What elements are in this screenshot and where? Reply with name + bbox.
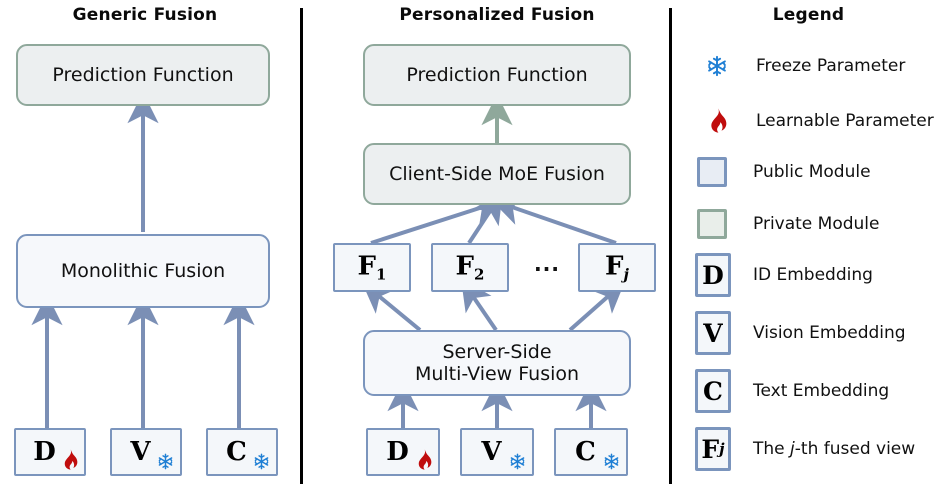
legend-label-vision-embedding: Vision Embedding (753, 323, 906, 343)
server-fusion-line-1: Server-Side (442, 340, 552, 363)
divider-right (669, 8, 672, 484)
divider-left (300, 8, 303, 484)
personalized-input-v[interactable]: V (460, 428, 534, 476)
private-module-swatch (697, 209, 727, 239)
personalized-input-v-glyph: V (481, 437, 502, 467)
generic-input-c[interactable]: C (206, 428, 278, 476)
fire-icon (61, 449, 78, 470)
panel-title-legend: Legend (772, 5, 845, 25)
generic-input-d-glyph: D (33, 437, 56, 467)
legend-label-fused-view: The j-th fused view (753, 439, 916, 459)
legend-item-learnable: Learnable Parameter (700, 108, 934, 133)
server-fusion-line-2: Multi-View Fusion (414, 363, 580, 385)
generic-input-c-glyph: C (226, 437, 247, 467)
personalized-input-c[interactable]: C (554, 428, 628, 476)
fused-view-j[interactable]: Fj (578, 243, 656, 292)
vision-embedding-box: V (695, 311, 731, 355)
snowflake-icon (700, 55, 734, 77)
panel-title-generic: Generic Fusion (72, 5, 218, 25)
legend-item-id-embedding: D ID Embedding (695, 253, 873, 297)
fused-views-ellipsis: ⋯ (533, 254, 563, 284)
legend-item-vision-embedding: V Vision Embedding (695, 311, 906, 355)
personalized-input-d[interactable]: D (366, 428, 440, 476)
text-embedding-box: C (695, 369, 731, 413)
legend-item-text-embedding: C Text Embedding (695, 369, 889, 413)
legend-item-private-module: Private Module (697, 209, 880, 239)
legend-label-learnable: Learnable Parameter (756, 110, 934, 131)
fused-view-2-glyph: F2 (455, 251, 485, 283)
personalized-input-c-glyph: C (575, 437, 596, 467)
fused-view-j-glyph: Fj (605, 251, 629, 283)
snowflake-icon (157, 453, 174, 470)
personalized-input-d-glyph: D (386, 437, 409, 467)
snowflake-icon (509, 453, 526, 470)
snowflake-icon (603, 453, 620, 470)
legend-label-private-module: Private Module (753, 214, 880, 234)
generic-input-v[interactable]: V (110, 428, 182, 476)
legend-label-text-embedding: Text Embedding (753, 381, 890, 401)
fire-icon (415, 449, 432, 470)
generic-input-v-glyph: V (130, 437, 151, 467)
legend-label-id-embedding: ID Embedding (753, 265, 873, 285)
server-side-multi-view-fusion[interactable]: Server-Side Multi-View Fusion (363, 330, 631, 396)
generic-monolithic-fusion[interactable]: Monolithic Fusion (16, 234, 270, 308)
fused-view-2[interactable]: F2 (431, 243, 509, 292)
snowflake-icon (253, 453, 270, 470)
fused-view-1[interactable]: F1 (333, 243, 411, 292)
id-embedding-glyph: D (702, 260, 724, 290)
id-embedding-box: D (695, 253, 731, 297)
legend-label-public-module: Public Module (753, 162, 871, 182)
generic-prediction-function[interactable]: Prediction Function (16, 44, 270, 106)
fire-icon (700, 108, 734, 133)
panel-title-personalized: Personalized Fusion (399, 5, 595, 25)
vision-embedding-glyph: V (703, 318, 723, 348)
legend-item-public-module: Public Module (697, 157, 871, 187)
fused-view-1-glyph: F1 (357, 251, 387, 283)
legend-label-freeze: Freeze Parameter (756, 56, 906, 76)
public-module-swatch (697, 157, 727, 187)
legend-item-freeze: Freeze Parameter (700, 55, 905, 77)
personalized-prediction-function[interactable]: Prediction Function (363, 44, 631, 106)
generic-input-d[interactable]: D (14, 428, 86, 476)
text-embedding-glyph: C (703, 376, 723, 406)
client-side-moe-fusion[interactable]: Client-Side MoE Fusion (363, 143, 631, 205)
